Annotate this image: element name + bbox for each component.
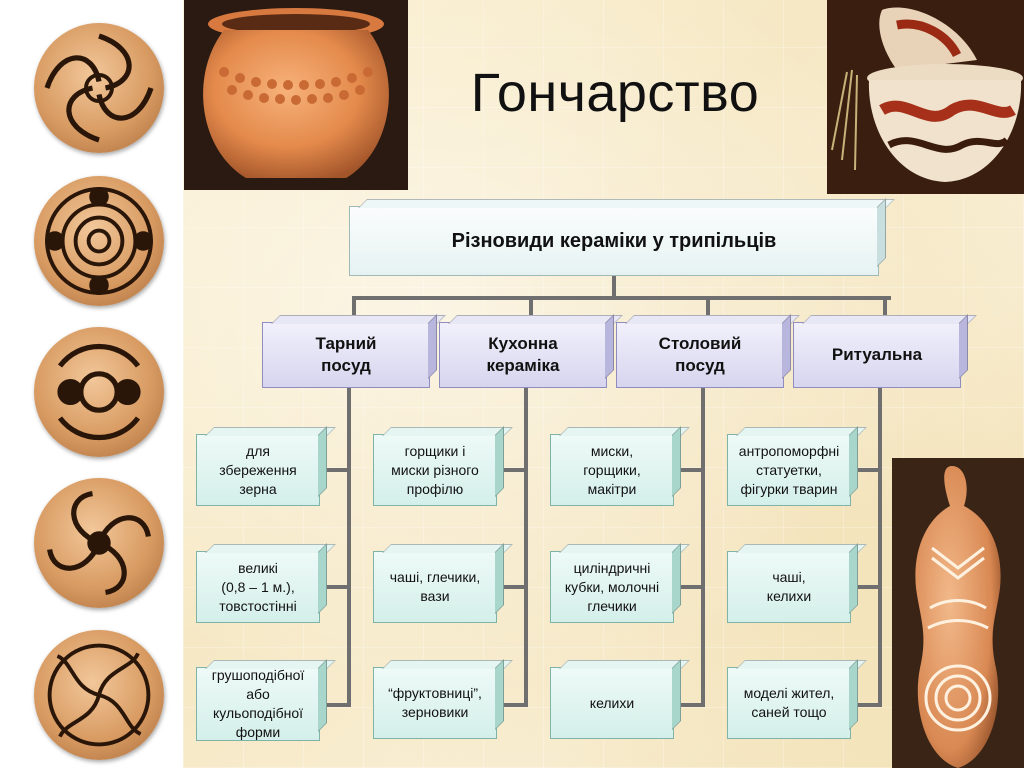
leaf-line: миски різного	[391, 461, 479, 478]
leaf-line: фігурки тварин	[740, 480, 838, 497]
leaf-line: келихи	[766, 588, 812, 604]
leaf-line: чаші, глечики,	[389, 569, 481, 585]
painted-plate-image	[34, 23, 164, 153]
leaf-line: зерновики	[401, 704, 469, 720]
category-node-kitchen: Кухонна кераміка	[439, 322, 607, 388]
category-label-line: посуд	[321, 356, 371, 375]
leaf-node: горщики і миски різного профілю	[373, 434, 497, 506]
leaf-line: антропоморфні	[738, 442, 840, 459]
category-label-line: кераміка	[486, 356, 560, 375]
leaf-line: зерна	[239, 480, 277, 497]
leaf-line: або	[246, 686, 270, 702]
category-label-line: Тарний	[315, 334, 377, 353]
leaf-line: горщики і	[404, 442, 466, 459]
leaf-node: моделі жител, саней тощо	[727, 667, 851, 739]
root-label: Різновиди кераміки у трипільців	[451, 229, 777, 252]
painted-plate-image	[34, 630, 164, 760]
leaf-line: чаші,	[772, 569, 806, 585]
page-title: Гончарство	[470, 63, 760, 123]
leaf-line: моделі жител,	[743, 685, 835, 701]
anthropomorphic-figurine-photo	[892, 458, 1024, 768]
leaf-line: макітри	[587, 480, 637, 497]
category-node-storage: Тарний посуд	[262, 322, 430, 388]
leaf-line: келихи	[589, 694, 635, 711]
category-label-line: Ритуальна	[831, 345, 923, 364]
painted-plate-image	[34, 478, 164, 608]
leaf-line: товстостінні	[219, 597, 297, 614]
painted-plate-image	[34, 327, 164, 457]
leaf-line: горщики,	[583, 461, 641, 478]
leaf-node: великі (0,8 – 1 м.), товстостінні	[196, 551, 320, 623]
leaf-line: збереження	[219, 461, 297, 478]
category-label-line: Столовий	[658, 334, 742, 353]
leaf-line: профілю	[406, 480, 464, 497]
leaf-node: чаші, глечики, вази	[373, 551, 497, 623]
leaf-node: “фруктовниці”, зерновики	[373, 667, 497, 739]
painted-vessel-photo	[827, 0, 1024, 194]
ceramic-pot-photo	[184, 0, 408, 190]
diagram-root-node: Різновиди кераміки у трипільців	[349, 206, 879, 276]
leaf-line: “фруктовниці”,	[388, 685, 482, 701]
category-label-line: Кухонна	[488, 334, 558, 353]
category-node-ritual: Ритуальна	[793, 322, 961, 388]
leaf-line: форми	[235, 724, 281, 740]
leaf-node: циліндричні кубки, молочні глечики	[550, 551, 674, 623]
leaf-line: саней тощо	[751, 704, 827, 720]
painted-plate-image	[34, 176, 164, 306]
category-label-line: посуд	[675, 356, 725, 375]
leaf-line: великі	[238, 559, 278, 576]
leaf-node: чаші, келихи	[727, 551, 851, 623]
leaf-line: глечики	[587, 597, 637, 614]
leaf-line: кубки, молочні	[564, 578, 660, 595]
leaf-node: грушоподібної або кульоподібної форми	[196, 667, 320, 741]
leaf-line: статуетки,	[756, 461, 822, 478]
leaf-line: для	[246, 442, 270, 459]
leaf-line: грушоподібної	[211, 667, 305, 683]
leaf-node: келихи	[550, 667, 674, 739]
leaf-line: (0,8 – 1 м.),	[221, 578, 295, 595]
category-node-tableware: Столовий посуд	[616, 322, 784, 388]
leaf-line: кульоподібної	[213, 705, 303, 721]
leaf-line: вази	[420, 588, 450, 604]
leaf-node: миски, горщики, макітри	[550, 434, 674, 506]
leaf-line: миски,	[590, 442, 634, 459]
leaf-node: антропоморфні статуетки, фігурки тварин	[727, 434, 851, 506]
leaf-line: циліндричні	[573, 559, 651, 576]
leaf-node: для збереження зерна	[196, 434, 320, 506]
